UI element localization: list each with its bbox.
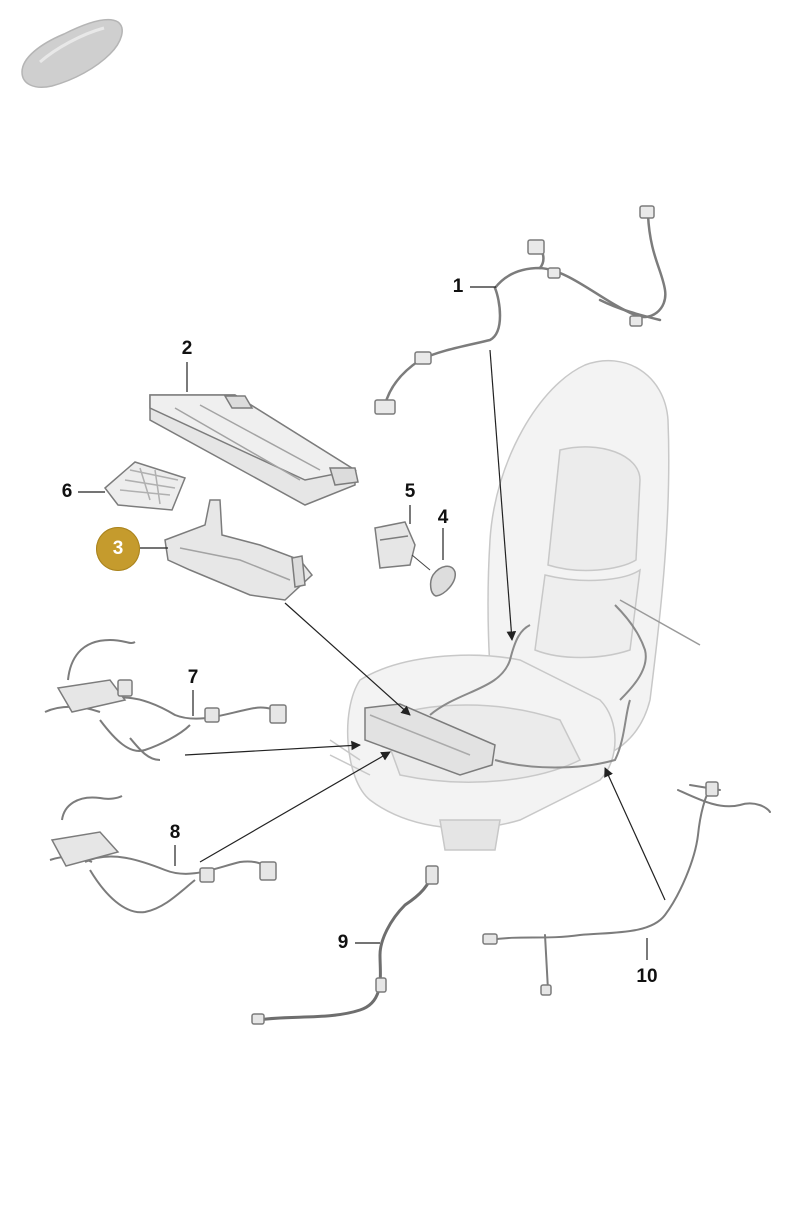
callout-9[interactable]: 9 bbox=[337, 932, 349, 953]
part-5-switch-module bbox=[374, 521, 416, 569]
callout-8[interactable]: 8 bbox=[169, 822, 181, 843]
seat-harness bbox=[429, 604, 647, 769]
car-silhouette-icon bbox=[21, 18, 123, 88]
callout-5[interactable]: 5 bbox=[404, 481, 416, 502]
callout-6[interactable]: 6 bbox=[61, 481, 73, 502]
part-2-control-module bbox=[149, 394, 359, 506]
callout-7[interactable]: 7 bbox=[187, 667, 199, 688]
part-4-knob bbox=[411, 554, 456, 597]
part-7-components bbox=[56, 679, 287, 724]
leader-lines bbox=[78, 286, 666, 960]
callout-2[interactable]: 2 bbox=[181, 338, 193, 359]
callout-10[interactable]: 10 bbox=[636, 966, 658, 987]
seat-mounted-module bbox=[364, 703, 496, 776]
seat bbox=[329, 359, 701, 851]
callout-3[interactable]: 3 bbox=[96, 527, 140, 571]
part-8-components bbox=[50, 831, 277, 883]
part-6-panel bbox=[103, 461, 186, 511]
part-9-connectors bbox=[251, 865, 439, 1025]
callout-4[interactable]: 4 bbox=[437, 507, 449, 528]
part-3-bracket bbox=[164, 499, 314, 601]
callout-1[interactable]: 1 bbox=[452, 276, 464, 297]
part-1-connectors bbox=[374, 205, 655, 415]
part-10-connectors bbox=[482, 781, 719, 996]
part-9-cable bbox=[256, 870, 434, 1022]
part-10-cable bbox=[489, 784, 771, 991]
